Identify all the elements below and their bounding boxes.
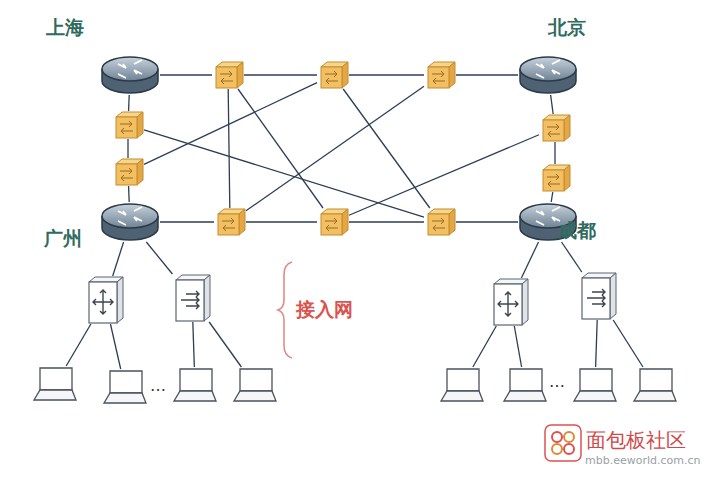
link-line	[113, 242, 124, 276]
link-line	[110, 324, 120, 369]
router-node: 北京	[518, 55, 578, 95]
pc-icon	[102, 369, 148, 407]
link-line	[246, 86, 424, 211]
backbone-switch	[424, 208, 456, 236]
link-line	[456, 74, 518, 75]
pc-icon	[232, 367, 278, 405]
backbone-switch	[539, 164, 571, 192]
router-node: 广州	[100, 202, 160, 242]
backbone-switch	[212, 61, 244, 89]
link-line	[613, 320, 643, 367]
link-line	[238, 89, 323, 208]
backbone-switch	[317, 61, 349, 89]
laptop-node	[502, 367, 548, 405]
pc-icon	[32, 366, 78, 404]
router-icon	[100, 55, 160, 95]
backbone-switch	[112, 111, 144, 139]
laptop-node	[102, 369, 148, 407]
cube-icon	[317, 61, 349, 89]
router-node: 成都	[518, 202, 578, 242]
cube-icon	[424, 208, 456, 236]
link-line	[551, 192, 553, 202]
router-icon	[518, 55, 578, 95]
access-switch	[85, 276, 125, 324]
laptop-node	[632, 367, 678, 405]
laptop-node	[32, 366, 78, 404]
access-switch	[578, 272, 618, 320]
sw2-icon	[578, 272, 618, 320]
link-line	[193, 322, 195, 367]
link-line	[343, 89, 430, 208]
backbone-switch	[539, 114, 571, 142]
router-node: 上海	[100, 55, 160, 95]
link-line	[66, 324, 91, 366]
pc-icon	[439, 367, 485, 405]
city-label: 北京	[548, 15, 586, 41]
laptop-node	[172, 367, 218, 405]
sw2-icon	[172, 274, 212, 322]
cube-icon	[539, 164, 571, 192]
city-label: 广州	[44, 226, 82, 252]
link-line	[209, 322, 241, 367]
link-line	[127, 139, 128, 158]
link-line	[456, 221, 518, 222]
bracket	[278, 262, 292, 358]
link-line	[554, 142, 555, 164]
sw1-icon	[85, 276, 125, 324]
link-line	[228, 89, 230, 208]
laptop-node	[232, 367, 278, 405]
city-label: 成都	[558, 218, 596, 244]
watermark-icon	[545, 425, 581, 461]
ellipsis: …	[150, 376, 167, 395]
access-switch	[172, 274, 212, 322]
access-label: 接入网	[296, 297, 353, 323]
cube-icon	[539, 114, 571, 142]
link-line	[596, 320, 598, 367]
watermark: 面包板社区	[586, 427, 686, 454]
link-line	[144, 130, 424, 217]
link-line	[160, 74, 212, 75]
link-line	[128, 95, 130, 111]
laptop-node	[572, 367, 618, 405]
link-line	[562, 242, 582, 272]
city-label: 上海	[46, 15, 84, 41]
cube-icon	[112, 158, 144, 186]
access-switch	[490, 278, 530, 326]
pc-icon	[572, 367, 618, 405]
link-line	[521, 242, 538, 278]
sw1-icon	[490, 278, 530, 326]
cube-icon	[317, 208, 349, 236]
backbone-switch	[214, 208, 246, 236]
cube-icon	[424, 61, 456, 89]
link-line	[514, 326, 521, 367]
backbone-switch	[424, 61, 456, 89]
pc-icon	[632, 367, 678, 405]
link-line	[128, 186, 130, 202]
laptop-node	[439, 367, 485, 405]
cube-icon	[112, 111, 144, 139]
link-line	[349, 74, 424, 75]
link-line	[146, 242, 172, 274]
link-line	[144, 83, 317, 165]
pc-icon	[502, 367, 548, 405]
link-line	[244, 74, 317, 75]
router-icon	[100, 202, 160, 242]
pc-icon	[172, 367, 218, 405]
link-line	[349, 221, 424, 222]
link-line	[246, 221, 317, 222]
link-line	[473, 326, 496, 367]
link-line	[160, 221, 214, 222]
ellipsis: …	[549, 372, 566, 391]
link-line	[551, 95, 554, 114]
cube-icon	[214, 208, 246, 236]
watermark-url: mbb.eeworld.com.cn	[585, 454, 701, 467]
cube-icon	[212, 61, 244, 89]
backbone-switch	[317, 208, 349, 236]
backbone-switch	[112, 158, 144, 186]
